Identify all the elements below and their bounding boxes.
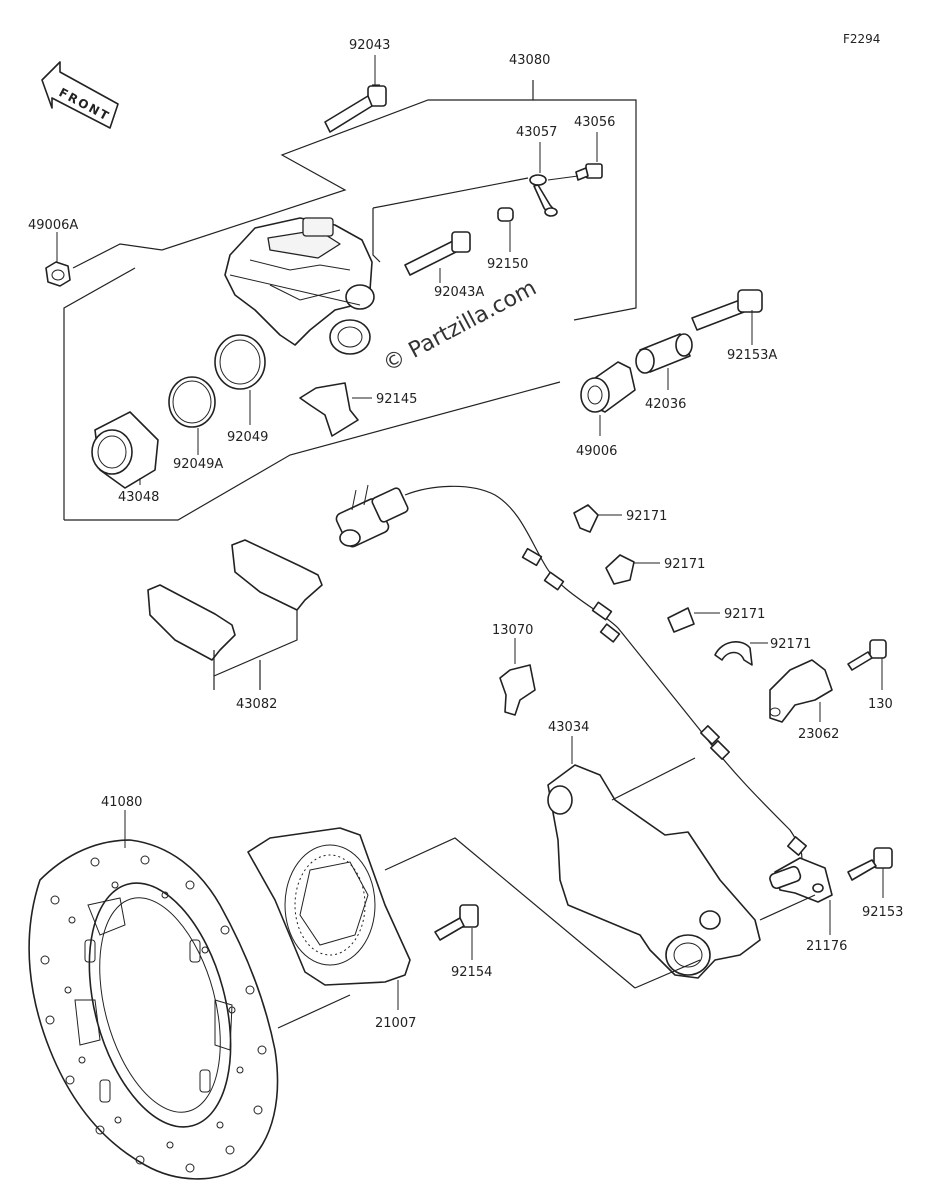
label-92153A: 92153A (727, 348, 777, 363)
bolt-92153 (847, 847, 893, 898)
bolt-92153A (691, 289, 763, 345)
clip-92171-4 (714, 641, 768, 666)
bleeder-43057 (529, 142, 558, 217)
bolt-130 (847, 639, 887, 690)
label-92049A: 92049A (173, 457, 223, 472)
label-43057: 43057 (516, 125, 557, 140)
cap-92150 (497, 207, 514, 252)
caliper-body (224, 217, 375, 355)
bolt-92043 (324, 55, 387, 133)
label-43048: 43048 (118, 490, 159, 505)
label-92043: 92043 (349, 38, 390, 53)
label-92049: 92049 (227, 430, 268, 445)
clip-92171-3 (667, 607, 720, 633)
pads-43082 (147, 539, 323, 690)
boot-49006 (580, 361, 636, 436)
label-49006A: 49006A (28, 218, 78, 233)
label-92153: 92153 (862, 905, 903, 920)
front-arrow-icon: FRONT (41, 61, 119, 129)
label-43034: 43034 (548, 720, 589, 735)
label-92154: 92154 (451, 965, 492, 980)
nut-49006A (45, 232, 71, 287)
label-43056: 43056 (574, 115, 615, 130)
plate-13070 (499, 638, 536, 716)
label-42036: 42036 (645, 397, 686, 412)
pin-92043A (404, 231, 471, 283)
label-92150: 92150 (487, 257, 528, 272)
label-130: 130 (868, 697, 893, 712)
label-49006: 49006 (576, 444, 617, 459)
label-41080: 41080 (101, 795, 142, 810)
caliper-assembly-outline (63, 80, 637, 521)
abs-cable (404, 485, 808, 869)
sensor-bracket-21176 (759, 857, 833, 935)
label-43080: 43080 (509, 53, 550, 68)
label-21176: 21176 (806, 939, 847, 954)
label-92171-1: 92171 (626, 509, 667, 524)
piston-43048 (91, 411, 159, 489)
bolt-92154 (434, 904, 479, 960)
label-92171-4: 92171 (770, 637, 811, 652)
seal-92049 (214, 334, 266, 425)
bracket-23062 (769, 659, 833, 723)
abs-sensor (335, 484, 409, 548)
brake-disc-41080 (28, 810, 351, 1180)
label-92043A: 92043A (434, 285, 484, 300)
label-21007: 21007 (375, 1016, 416, 1031)
clip-92171-1 (573, 504, 622, 533)
assembly-leader-lines (384, 837, 701, 989)
seal-92049A (168, 376, 216, 455)
spring-92145 (299, 382, 372, 437)
label-13070: 13070 (492, 623, 533, 638)
label-92145: 92145 (376, 392, 417, 407)
label-92171-2: 92171 (664, 557, 705, 572)
label-92171-3: 92171 (724, 607, 765, 622)
sleeve-42036 (635, 333, 693, 390)
bleeder-43056 (547, 132, 603, 181)
label-43082: 43082 (236, 697, 277, 712)
clip-92171-2 (605, 554, 660, 585)
label-23062: 23062 (798, 727, 839, 742)
caliper-bracket-43034 (547, 736, 761, 979)
tone-ring-21007 (247, 827, 411, 1010)
figure-code: F2294 (843, 32, 880, 46)
